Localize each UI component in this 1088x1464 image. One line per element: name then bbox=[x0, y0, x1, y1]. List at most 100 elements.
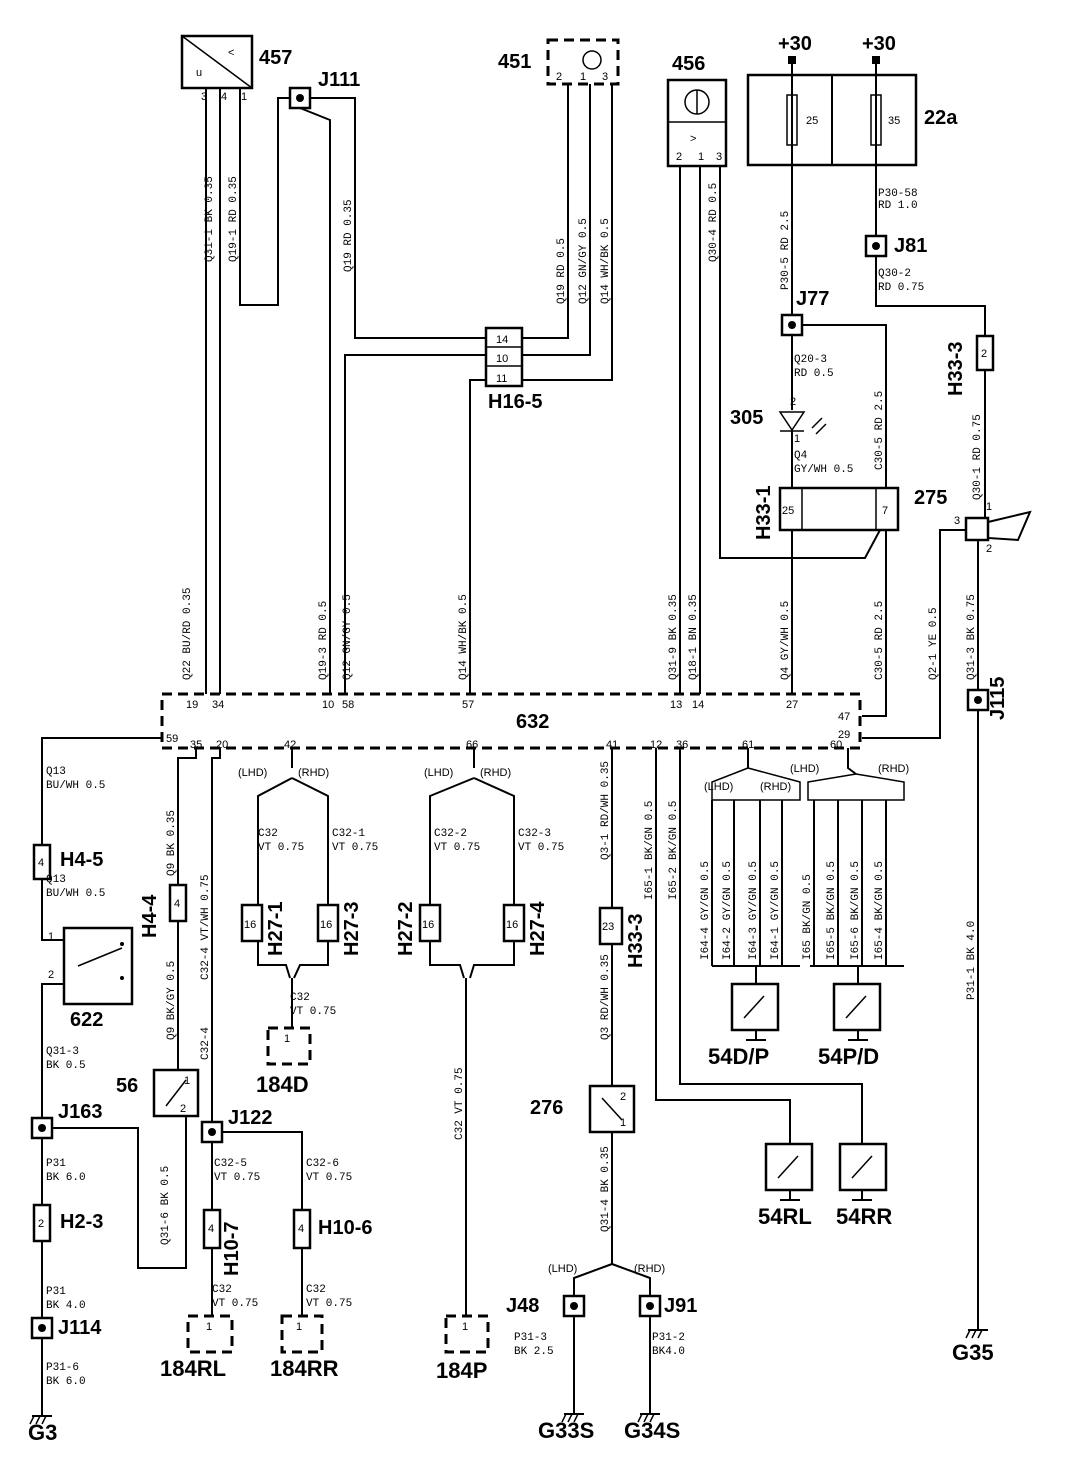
svg-text:7: 7 bbox=[882, 505, 888, 517]
svg-text:456: 456 bbox=[672, 53, 705, 75]
svg-text:Q19-1 RD 0.35: Q19-1 RD 0.35 bbox=[228, 176, 240, 262]
svg-text:1: 1 bbox=[620, 1117, 626, 1129]
svg-text:Q31-9 BK 0.35: Q31-9 BK 0.35 bbox=[668, 594, 680, 680]
svg-text:P31-6: P31-6 bbox=[46, 1362, 79, 1374]
svg-text:35: 35 bbox=[888, 115, 900, 127]
junction-j163: J163 bbox=[30, 1101, 103, 1140]
svg-text:(LHD): (LHD) bbox=[548, 1263, 577, 1275]
svg-text:36: 36 bbox=[676, 739, 688, 751]
svg-text:1: 1 bbox=[241, 91, 247, 103]
svg-text:J48: J48 bbox=[506, 1295, 539, 1317]
svg-text:Q14 WH/BK 0.5: Q14 WH/BK 0.5 bbox=[600, 218, 612, 304]
svg-text:54D/P: 54D/P bbox=[708, 1044, 769, 1069]
svg-text:34: 34 bbox=[212, 699, 224, 711]
svg-text:16: 16 bbox=[320, 919, 332, 931]
connector-h16-5: 14 10 11 H16-5 bbox=[484, 326, 542, 413]
svg-text:BK/GN 0.5: BK/GN 0.5 bbox=[668, 801, 680, 860]
svg-text:H33-3: H33-3 bbox=[945, 342, 967, 396]
svg-text:RD 0.75: RD 0.75 bbox=[878, 282, 924, 294]
svg-text:C30-5 RD 2.5: C30-5 RD 2.5 bbox=[874, 391, 886, 470]
svg-text:+30: +30 bbox=[778, 33, 812, 55]
svg-text:BK/GN 0.5: BK/GN 0.5 bbox=[644, 801, 656, 860]
svg-text:11: 11 bbox=[496, 373, 507, 385]
svg-text:60: 60 bbox=[830, 739, 842, 751]
svg-text:10: 10 bbox=[322, 699, 334, 711]
svg-text:J111: J111 bbox=[318, 69, 360, 91]
svg-text:1: 1 bbox=[794, 433, 800, 445]
svg-text:10: 10 bbox=[496, 353, 508, 365]
connector-h2-3: 2 H2-3 bbox=[32, 1203, 103, 1243]
svg-text:RD 0.5: RD 0.5 bbox=[794, 368, 834, 380]
svg-text:C32-4: C32-4 bbox=[200, 1027, 212, 1060]
svg-text:Q18-1 BN 0.35: Q18-1 BN 0.35 bbox=[688, 594, 700, 680]
svg-text:Q30-2: Q30-2 bbox=[878, 268, 911, 280]
svg-text:G33S: G33S bbox=[538, 1418, 594, 1443]
svg-text:I64-2 GY/GN 0.5: I64-2 GY/GN 0.5 bbox=[722, 861, 734, 960]
svg-text:184RR: 184RR bbox=[270, 1356, 339, 1381]
svg-text:C32-3: C32-3 bbox=[518, 828, 551, 840]
svg-text:C32: C32 bbox=[212, 1284, 232, 1296]
svg-text:C32: C32 bbox=[306, 1284, 326, 1296]
svg-text:VT 0.75: VT 0.75 bbox=[212, 1298, 258, 1310]
svg-text:H2-3: H2-3 bbox=[60, 1211, 103, 1233]
svg-text:16: 16 bbox=[244, 919, 256, 931]
fuse-box-22a: 25 35 22a +30 +30 bbox=[746, 33, 958, 167]
svg-text:4: 4 bbox=[298, 1223, 304, 1235]
svg-text:VT 0.75: VT 0.75 bbox=[290, 1006, 336, 1018]
svg-text:C32-1: C32-1 bbox=[332, 828, 365, 840]
svg-text:3: 3 bbox=[954, 515, 960, 527]
svg-text:2: 2 bbox=[986, 543, 992, 555]
svg-text:BK 0.5: BK 0.5 bbox=[46, 1060, 86, 1072]
connector-h27-4: 16 H27-4 bbox=[502, 901, 549, 956]
svg-text:2: 2 bbox=[620, 1091, 626, 1103]
svg-text:14: 14 bbox=[496, 334, 508, 346]
junction-j111: J111 bbox=[288, 69, 360, 110]
connector-h27-2: 16 H27-2 bbox=[395, 902, 442, 956]
junction-j115: J115 bbox=[966, 677, 1009, 720]
svg-text:22a: 22a bbox=[924, 107, 958, 129]
svg-text:2: 2 bbox=[790, 396, 796, 408]
svg-text:GY/WH 0.5: GY/WH 0.5 bbox=[794, 464, 853, 476]
svg-text:VT 0.75: VT 0.75 bbox=[214, 1172, 260, 1184]
connector-h33-1: 25 7 H33-1 bbox=[753, 486, 900, 540]
svg-text:2: 2 bbox=[676, 151, 682, 163]
svg-text:1: 1 bbox=[206, 1321, 212, 1333]
svg-text:1: 1 bbox=[296, 1321, 302, 1333]
svg-text:Q12 GN/GY 0.5: Q12 GN/GY 0.5 bbox=[342, 594, 354, 680]
svg-text:C32: C32 bbox=[258, 828, 278, 840]
svg-text:1: 1 bbox=[48, 931, 54, 943]
switch-276: 276 2 1 bbox=[530, 1084, 636, 1134]
door-switch-54pd: 54P/D bbox=[818, 982, 882, 1069]
svg-text:16: 16 bbox=[422, 919, 434, 931]
junction-j122: J122 bbox=[200, 1107, 273, 1144]
svg-text:14: 14 bbox=[692, 699, 704, 711]
svg-text:I65-5 BK/GN 0.5: I65-5 BK/GN 0.5 bbox=[826, 861, 838, 960]
svg-text:Q31-1 BK 0.35: Q31-1 BK 0.35 bbox=[204, 176, 216, 262]
svg-text:J122: J122 bbox=[228, 1107, 273, 1129]
svg-text:58: 58 bbox=[342, 699, 354, 711]
svg-text:RD 1.0: RD 1.0 bbox=[878, 200, 918, 212]
label-457: 457 bbox=[259, 47, 292, 69]
svg-text:P31-3: P31-3 bbox=[514, 1332, 547, 1344]
svg-text:VT 0.75: VT 0.75 bbox=[332, 842, 378, 854]
svg-text:J115: J115 bbox=[987, 677, 1009, 720]
svg-text:P31-1 BK 4.0: P31-1 BK 4.0 bbox=[966, 921, 978, 1000]
svg-text:(RHD): (RHD) bbox=[760, 781, 791, 793]
svg-text:3: 3 bbox=[716, 151, 722, 163]
svg-text:H16-5: H16-5 bbox=[488, 391, 542, 413]
svg-text:1: 1 bbox=[284, 1033, 290, 1045]
svg-text:4: 4 bbox=[221, 91, 227, 103]
svg-text:H27-1: H27-1 bbox=[265, 902, 287, 956]
speaker-184d: 1 184D bbox=[256, 1026, 312, 1097]
svg-text:27: 27 bbox=[786, 699, 798, 711]
svg-text:VT 0.75: VT 0.75 bbox=[306, 1298, 352, 1310]
svg-text:Q31-4 BK 0.35: Q31-4 BK 0.35 bbox=[600, 1146, 612, 1232]
svg-text:Q13: Q13 bbox=[46, 874, 66, 886]
svg-text:Q31-6 BK 0.5: Q31-6 BK 0.5 bbox=[160, 1166, 172, 1245]
svg-text:Q22 BU/RD 0.35: Q22 BU/RD 0.35 bbox=[182, 588, 194, 680]
junction-j77: J77 bbox=[780, 288, 829, 337]
svg-text:VT 0.75: VT 0.75 bbox=[518, 842, 564, 854]
svg-text:C32: C32 bbox=[290, 992, 310, 1004]
svg-text:275: 275 bbox=[914, 487, 947, 509]
svg-text:25: 25 bbox=[782, 505, 794, 517]
